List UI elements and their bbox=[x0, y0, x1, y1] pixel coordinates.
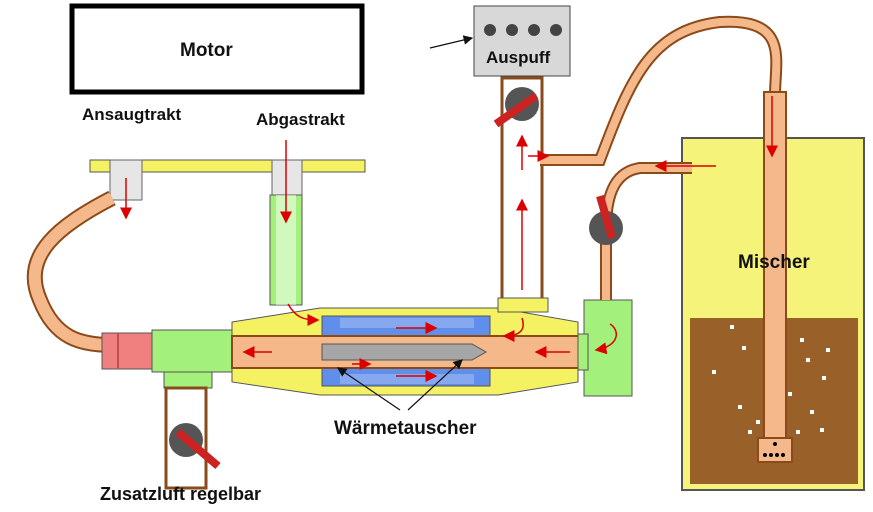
auspuff-box bbox=[473, 5, 571, 77]
mixer-valve[interactable] bbox=[589, 194, 623, 245]
intake-coupling bbox=[101, 332, 153, 370]
mixer-bubbles bbox=[712, 325, 830, 434]
zusatzluft-valve[interactable] bbox=[169, 423, 221, 470]
flow-arrows bbox=[120, 96, 778, 382]
left-t-fitting bbox=[151, 329, 233, 373]
heat-exchanger-core bbox=[321, 343, 488, 361]
label-mischer: Mischer bbox=[738, 252, 810, 273]
label-abgastrakt: Abgastrakt bbox=[256, 110, 345, 129]
auspuff-valve[interactable] bbox=[493, 87, 539, 128]
label-auspuff: Auspuff bbox=[486, 48, 551, 67]
label-waermetauscher: Wärmetauscher bbox=[334, 418, 477, 439]
label-zusatzluft: Zusatzluft regelbar bbox=[100, 484, 262, 504]
exhaust-flange bbox=[271, 159, 303, 201]
label-motor: Motor bbox=[180, 40, 233, 61]
motor-box bbox=[69, 3, 365, 95]
label-ansaugtrakt: Ansaugtrakt bbox=[82, 105, 182, 124]
right-t-fitting bbox=[583, 299, 633, 397]
